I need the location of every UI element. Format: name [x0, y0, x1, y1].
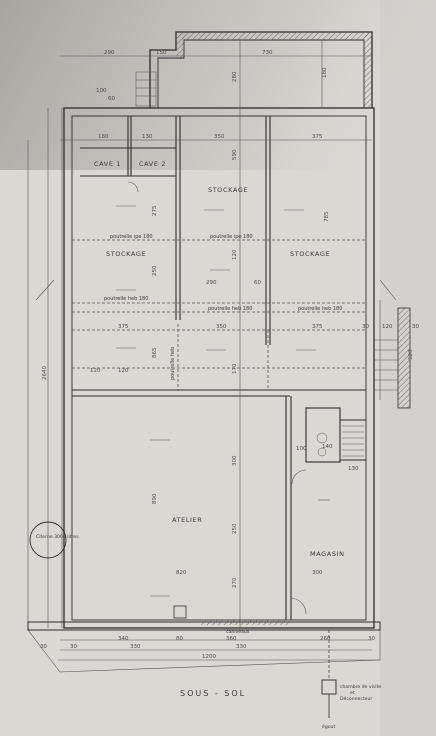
interior-walls	[72, 116, 366, 620]
dim-right-375: 375	[312, 134, 323, 140]
dim-r-30b: 30	[412, 324, 419, 330]
note-chambre-1: chambre de visite	[340, 684, 381, 690]
dim-v-250: 250	[152, 265, 158, 276]
caniveaux-channel	[200, 620, 290, 625]
dim-b-340: 340	[118, 636, 129, 642]
note-citerne: Citerne 3000 litres	[36, 534, 79, 540]
dim-top-730: 730	[262, 50, 273, 56]
dim-v-275: 275	[152, 205, 158, 216]
beam-label-heb-vertical: poutrelle heb	[170, 347, 176, 380]
dim-b-30a: 30	[40, 644, 47, 650]
dim-total-2640: 2640	[42, 366, 48, 380]
dim-row-120: 120	[382, 324, 393, 330]
dim-v-590: 590	[232, 149, 238, 160]
exterior-stair-wall	[397, 307, 411, 409]
beam-label-ipe-left: poutrelle ipe 180	[110, 234, 153, 240]
room-label-stockage-right: STOCKAGE	[290, 250, 330, 258]
dim-stair-140: 140	[322, 444, 333, 450]
dim-v-280: 280	[232, 71, 238, 82]
dim-s-290: 290	[206, 280, 217, 286]
dim-row-375: 375	[118, 324, 129, 330]
dim-b-1200: 1200	[202, 654, 216, 660]
dim-row-350: 350	[216, 324, 227, 330]
room-label-stockage-top: STOCKAGE	[208, 186, 248, 194]
inner-stair	[316, 425, 364, 457]
dim-w-820: 820	[176, 570, 187, 576]
dim-w-300: 300	[312, 570, 323, 576]
dim-top-left: 290	[104, 50, 115, 56]
dim-top-right-180: 180	[322, 67, 328, 78]
room-label-magasin: MAGASIN	[310, 550, 345, 558]
room-label-stockage-left: STOCKAGE	[106, 250, 146, 258]
dim-b-330b: 330	[236, 644, 247, 650]
note-caniveaux: caniveaux	[226, 629, 250, 635]
exterior-stair-treads	[374, 339, 398, 391]
dim-r-120: 120	[408, 349, 414, 360]
ground-slope-line	[27, 140, 381, 673]
beam-label-heb-left: poutrelle heb 180	[104, 296, 148, 302]
beam-label-heb-mid: poutrelle heb 180	[208, 306, 252, 312]
slope-left	[35, 279, 55, 301]
dim-row-375b: 375	[312, 324, 323, 330]
note-chambre-3: Déconnecteur	[340, 695, 372, 702]
dim-v-865: 865	[152, 347, 158, 358]
dim-v-890: 890	[152, 493, 158, 504]
room-label-cave1: CAVE 1	[94, 160, 121, 168]
dim-small-60: 60	[108, 96, 115, 102]
dim-top-150: 150	[156, 50, 167, 56]
annex-hatch	[176, 32, 372, 108]
dim-b-330: 330	[130, 644, 141, 650]
dim-v-300: 300	[232, 455, 238, 466]
door-swings	[127, 181, 307, 615]
plan-title: SOUS - SOL	[180, 689, 246, 698]
dim-v-250b: 250	[232, 523, 238, 534]
dim-stair-130: 130	[348, 466, 359, 472]
dim-mid-350: 350	[214, 134, 225, 140]
dim-cave-180: 180	[98, 134, 109, 140]
dim-s-60: 60	[254, 280, 261, 286]
dim-l-120b: 120	[118, 368, 129, 374]
beam-label-heb-right: poutrelle heb 180	[298, 306, 342, 312]
beam-label-ipe-mid: poutrelle ipe 180	[210, 234, 253, 240]
citerne-tank	[29, 521, 67, 559]
dim-v-170: 170	[232, 363, 238, 374]
dim-b-260: 260	[320, 636, 331, 642]
dim-b-30b: 30	[70, 644, 77, 650]
drain-grate	[173, 605, 187, 619]
beams	[72, 239, 366, 390]
note-egout: égout	[322, 723, 335, 730]
dim-stair-100: 100	[296, 446, 307, 452]
dim-r-30c: 30	[368, 636, 375, 642]
dim-v-120: 120	[232, 249, 238, 260]
dim-cave-130: 130	[142, 134, 153, 140]
dim-l-120: 120	[90, 368, 101, 374]
dim-v-785: 785	[324, 211, 330, 222]
top-stair	[135, 71, 157, 107]
note-chambre-2: et	[350, 690, 355, 696]
dim-r-30: 30	[362, 324, 369, 330]
dim-small-100: 100	[96, 88, 107, 94]
room-label-cave2: CAVE 2	[139, 160, 166, 168]
room-label-atelier: ATELIER	[172, 516, 202, 524]
dim-b-360: 360	[226, 636, 237, 642]
paper-shadow	[0, 0, 436, 170]
dim-v-270: 270	[232, 577, 238, 588]
span-arrows	[116, 205, 330, 597]
slope-right	[379, 279, 397, 301]
dim-b-80: 80	[176, 636, 183, 642]
